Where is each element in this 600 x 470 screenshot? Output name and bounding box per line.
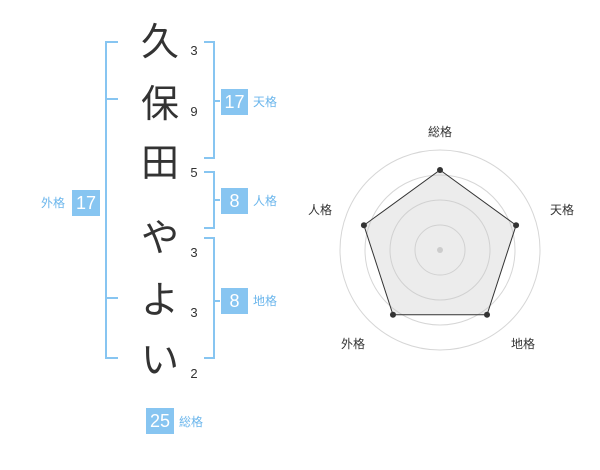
soukaku-value-badge: 25: [146, 408, 174, 434]
stroke-count-5: 3: [190, 305, 198, 320]
radar-center-dot: [437, 247, 443, 253]
chikaku-label: 地格: [253, 294, 278, 308]
stroke-count-4: 3: [190, 245, 198, 260]
radar-point-2: [513, 222, 520, 229]
name-char-1: 久: [140, 20, 179, 64]
radar-ring-2: [389, 199, 491, 301]
name-char-4: や: [140, 216, 179, 260]
radar-polygon: [363, 169, 517, 316]
radar-axis-label-gaikaku: 外格: [341, 337, 366, 351]
name-char-6: い: [140, 338, 179, 382]
stroke-count-3: 5: [190, 165, 198, 180]
radar-point-1: [437, 167, 443, 173]
radar-point-3: [484, 311, 491, 318]
name-char-3: 田: [140, 141, 179, 185]
radar-axis-label-jinkaku: 人格: [308, 203, 333, 217]
tenkaku-value-badge: 17: [221, 89, 248, 115]
jinkaku-label: 人格: [253, 194, 278, 208]
name-char-5: よ: [140, 278, 179, 322]
jinkaku-value-badge: 8: [221, 188, 248, 214]
radar-ring-3: [364, 174, 516, 326]
tenkaku-label: 天格: [253, 95, 278, 109]
chikaku-value-badge: 8: [221, 288, 248, 314]
gaikaku-label: 外格: [41, 196, 66, 210]
radar-point-4: [389, 311, 396, 318]
radar-ring-1: [414, 224, 466, 276]
soukaku-label: 総格: [179, 415, 204, 429]
gaikaku-bracket: [105, 41, 118, 359]
radar-axis-label-soukaku: 総格: [428, 125, 453, 139]
stroke-count-6: 2: [190, 366, 198, 381]
radar-axis-label-tenkaku: 天格: [550, 203, 575, 217]
radar-point-5: [360, 222, 367, 229]
chikaku-bracket: [204, 237, 215, 359]
gaikaku-value-badge: 17: [72, 190, 100, 216]
stroke-count-2: 9: [190, 104, 198, 119]
name-char-2: 保: [140, 82, 179, 126]
radar-axis-label-chikaku: 地格: [511, 337, 536, 351]
stroke-count-1: 3: [190, 43, 198, 58]
